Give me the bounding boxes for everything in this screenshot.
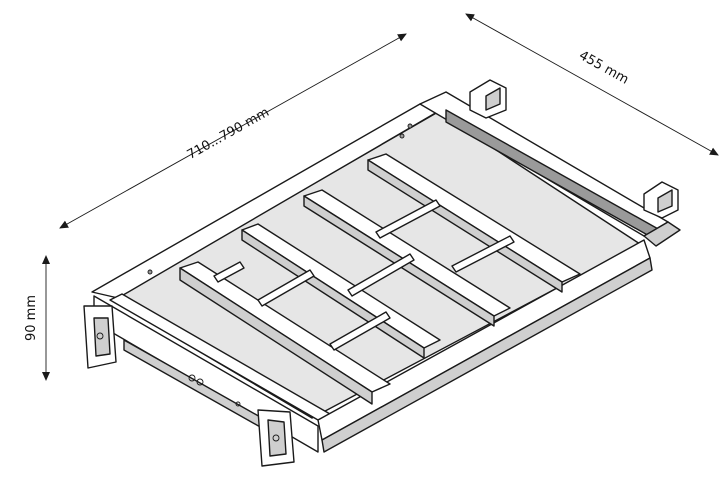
long-dividers (179, 153, 581, 405)
right-rail-end (643, 221, 681, 247)
front-bracket-left (83, 305, 117, 369)
long-divider-4 (367, 153, 581, 293)
height-label: 90 mm (24, 295, 39, 341)
rail-hole-3 (147, 269, 153, 275)
width-label: 455 mm (576, 48, 631, 88)
drawer-frame (83, 79, 681, 467)
slide-screw-2 (196, 378, 204, 386)
front-bracket-right (257, 409, 295, 467)
cross-divider-6 (213, 261, 245, 283)
cross-divider-5 (451, 235, 515, 273)
slide-screw-1 (188, 374, 196, 382)
cross-divider-1 (257, 269, 315, 307)
length-label: 710...790 mm (185, 105, 272, 163)
length-arrow (59, 33, 407, 229)
cross-divider-2 (329, 311, 391, 351)
back-bracket-right (643, 181, 679, 219)
cross-divider-3 (347, 253, 415, 297)
slide-screw-3 (235, 401, 241, 407)
long-divider-1 (179, 261, 391, 405)
rail-hole-2 (407, 123, 413, 129)
rail-hole-1 (399, 133, 405, 139)
back-bracket-left (469, 79, 507, 119)
width-arrow (465, 13, 719, 156)
long-divider-2 (241, 223, 441, 359)
height-dimension: 90 mm (24, 255, 50, 381)
near-side-rail-face (321, 257, 653, 453)
cross-dividers (213, 199, 515, 351)
cross-divider-4 (375, 199, 441, 239)
